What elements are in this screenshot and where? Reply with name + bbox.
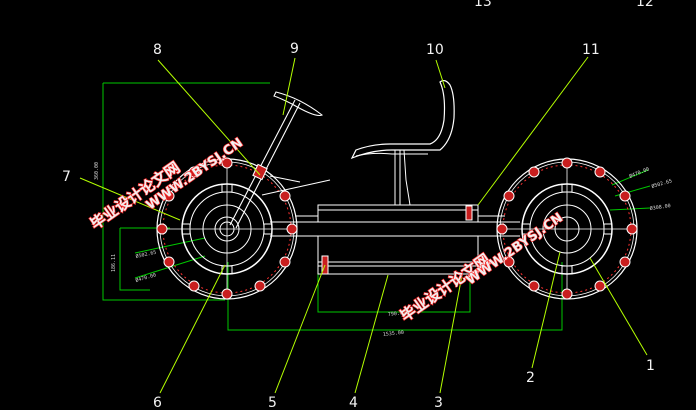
left-bolt: [221, 157, 233, 169]
steering-wheel: [273, 91, 324, 117]
right-bolt: [561, 288, 573, 300]
leader-4: [354, 274, 389, 394]
right-wheel: [496, 157, 638, 300]
right-wheel-bolts: [496, 157, 638, 300]
leader-8: [157, 59, 261, 176]
left-bolt: [279, 190, 291, 202]
right-radius-leader-1: [611, 169, 649, 186]
left-wheel: [156, 157, 298, 300]
leader-7: [79, 177, 181, 221]
left-bolt: [188, 280, 200, 292]
callout-11: 11: [582, 42, 600, 58]
callout-2: 2: [526, 370, 535, 386]
steering-assembly: [229, 91, 331, 229]
right-spoke-block: [603, 223, 613, 235]
right-bolt: [503, 256, 515, 268]
seat: [350, 79, 455, 160]
front-bracket: [465, 205, 473, 221]
frame-length-text: 790.00: [388, 310, 407, 318]
callout-7: 7: [62, 169, 71, 185]
seat-cushion-line: [355, 152, 428, 157]
leader-10: [435, 59, 446, 89]
right-wheel-spoke-blocks: [521, 183, 613, 275]
right-spoke-block: [561, 183, 573, 193]
callout-10: 10: [426, 42, 444, 58]
callout-13: 13: [474, 0, 492, 10]
right-bolt: [626, 223, 638, 235]
left-radius-text-1: Ø502.65: [135, 249, 157, 260]
frame-length-dim-line: [317, 270, 471, 313]
overall-height-dim-line: [102, 83, 225, 301]
leader-11: [477, 56, 589, 206]
bottom-frame-rail: [317, 261, 479, 275]
right-spoke-block: [521, 223, 531, 235]
right-radius-text-1: Ø470.00: [628, 165, 650, 179]
overall-height-text: 360.00: [94, 162, 100, 180]
callout-6: 6: [153, 395, 162, 410]
steering-column-a: [229, 99, 296, 226]
left-bolt: [279, 256, 291, 268]
right-bolt: [503, 190, 515, 202]
left-bolt: [156, 223, 168, 235]
callout-3: 3: [434, 395, 443, 410]
steering-arm: [269, 175, 301, 183]
right-spoke-block: [561, 265, 573, 275]
seat-post-brace: [403, 149, 411, 206]
right-bolt: [594, 280, 606, 292]
leader-3: [439, 274, 463, 394]
right-radius-text-3: Ø308.00: [649, 202, 671, 212]
upper-frame-rail: [317, 204, 479, 223]
right-bolt: [619, 256, 631, 268]
callout-12: 12: [636, 0, 654, 10]
left-bolt: [221, 288, 233, 300]
left-bolt: [254, 280, 266, 292]
callout-9: 9: [290, 41, 299, 57]
left-bolt: [286, 223, 298, 235]
right-bolt: [528, 280, 540, 292]
left-bolt: [188, 166, 200, 178]
callout-1: 1: [646, 358, 655, 374]
steering-column-b: [235, 102, 301, 229]
small-height-text: 186.11: [111, 254, 117, 272]
leader-9: [282, 57, 296, 116]
leader-5: [274, 264, 326, 394]
bottom-length-text: 1535.00: [383, 330, 405, 338]
right-bolt: [561, 157, 573, 169]
callout-4: 4: [349, 395, 358, 410]
right-radius-leader-3: [609, 207, 651, 211]
callout-8: 8: [153, 42, 162, 58]
right-bolt: [619, 190, 631, 202]
left-spoke-block: [221, 183, 233, 193]
leader-6: [159, 264, 226, 394]
small-height-dim-line: [119, 228, 150, 291]
right-radius-text-2: Ø502.65: [651, 177, 673, 190]
left-spoke-block: [263, 223, 273, 235]
left-spoke-block: [181, 223, 191, 235]
left-radius-text-2: Ø470.00: [135, 271, 157, 284]
right-bolt: [528, 166, 540, 178]
leader-1: [589, 257, 648, 356]
seat-post: [394, 149, 411, 206]
left-bolt: [163, 256, 175, 268]
left-radius-leader-1: [134, 237, 206, 254]
callout-leaders: [79, 56, 648, 394]
steering-tie-rod: [261, 179, 331, 196]
callout-5: 5: [268, 395, 277, 410]
right-bolt: [496, 223, 508, 235]
left-bolt: [163, 190, 175, 202]
right-bolt: [594, 166, 606, 178]
leader-2: [531, 251, 561, 369]
